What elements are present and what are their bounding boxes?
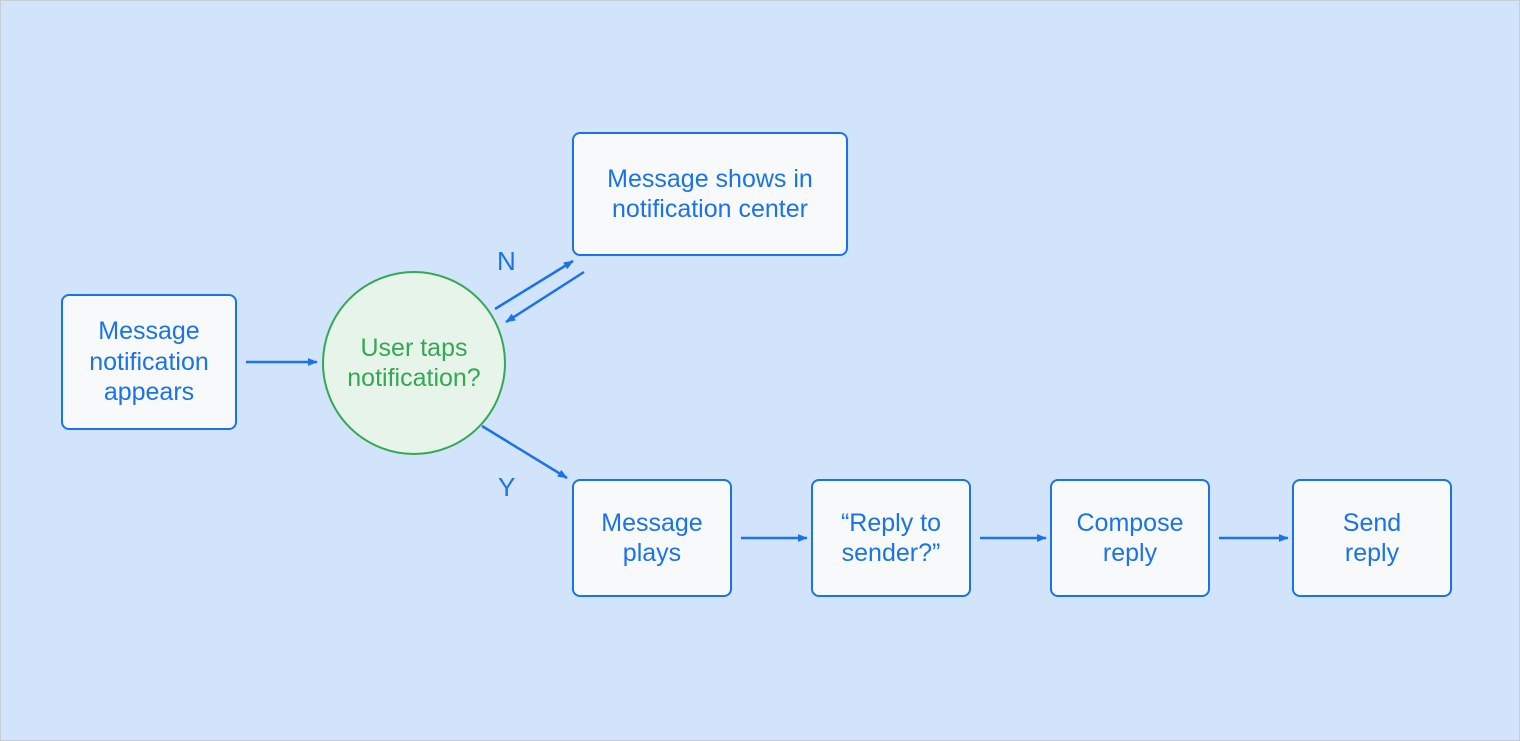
node-label: Compose reply (1076, 508, 1184, 568)
edge-notification-center-to-decision (505, 270, 585, 324)
node-label: Message plays (601, 508, 703, 568)
node-message-shows-in-notification-center[interactable]: Message shows in notification center (572, 132, 848, 256)
edge-label-branch-no: N (497, 246, 516, 276)
node-label: Send reply (1342, 508, 1402, 568)
node-send-reply[interactable]: Send reply (1292, 479, 1452, 597)
node-label: “Reply to sender?” (840, 508, 942, 568)
edge-label-branch-yes: Y (498, 472, 516, 502)
node-label: Message notification appears (89, 317, 209, 407)
node-reply-to-sender[interactable]: “Reply to sender?” (811, 479, 971, 597)
node-message-notification-appears[interactable]: Message notification appears (61, 294, 237, 430)
node-label: Message shows in notification center (607, 164, 813, 224)
node-compose-reply[interactable]: Compose reply (1050, 479, 1210, 597)
node-message-plays[interactable]: Message plays (572, 479, 732, 597)
edge-decision-to-message-plays (481, 424, 568, 480)
node-label: User taps notification? (347, 333, 481, 393)
node-user-taps-notification[interactable]: User taps notification? (322, 271, 506, 455)
